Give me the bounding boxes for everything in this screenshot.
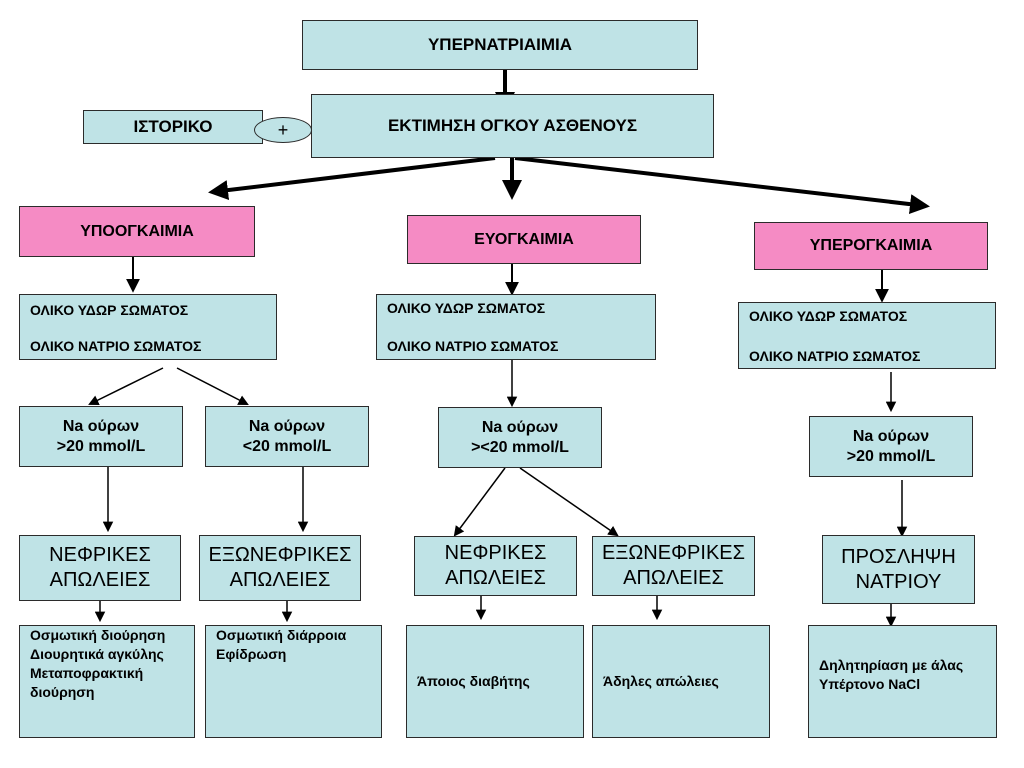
plus-circle: + <box>254 117 312 143</box>
sodium-stat: ΟΛΙΚΟ ΝΑΤΡΙΟ ΣΩΜΑΤΟΣ <box>377 333 655 359</box>
renal-losses-hypo: ΝΕΦΡΙΚΕΣ ΑΠΩΛΕΙΕΣ <box>19 535 181 601</box>
stats-box-hyper: ΟΛΙΚΟ ΥΔΩΡ ΣΩΜΑΤΟΣ ΟΛΙΚΟ ΝΑΤΡΙΟ ΣΩΜΑΤΟΣ <box>738 302 996 369</box>
sodium-intake-box: ΠΡΟΣΛΗΨΗ ΝΑΤΡΙΟΥ <box>822 535 975 604</box>
urine-value: >20 mmol/L <box>56 437 146 455</box>
sodium-stat: ΟΛΙΚΟ ΝΑΤΡΙΟ ΣΩΜΑΤΟΣ <box>739 343 995 369</box>
cause-item: Οσμωτική διάρροια <box>216 627 347 643</box>
cause-item: Διουρητικά αγκύλης <box>30 645 164 662</box>
category-hypovolemia: ΥΠΟΟΓΚΑΙΜΙΑ <box>19 206 255 257</box>
urine-value: >20 mmol/L <box>846 447 936 465</box>
urine-label: Na ούρων <box>62 417 140 435</box>
category-hypervolemia: ΥΠΕΡΟΓΚΑΙΜΙΑ <box>754 222 988 270</box>
cause-item: Δηλητηρίαση με άλας <box>819 657 964 673</box>
arrow-eu-urine-extra <box>519 467 619 537</box>
urine-na-box-hypo-low: Na ούρων <20 mmol/L <box>205 406 369 467</box>
renal-causes-hypo: Οσμωτική διούρηση Διουρητικά αγκύλης Μετ… <box>19 625 195 738</box>
category-euvolemia: ΕΥΟΓΚΑΙΜΙΑ <box>407 215 641 264</box>
extrarenal-losses-eu: ΕΞΩΝΕΦΡΙΚΕΣ ΑΠΩΛΕΙΕΣ <box>592 536 755 596</box>
water-stat-label: ΟΛΙΚΟ ΥΔΩΡ ΣΩΜΑΤΟΣ <box>30 302 189 318</box>
renal-causes-eu: Άποιος διαβήτης <box>406 625 584 738</box>
arrow-to-hyper <box>514 156 930 215</box>
sodium-stat-label: ΟΛΙΚΟ ΝΑΤΡΙΟ ΣΩΜΑΤΟΣ <box>30 338 202 354</box>
water-stat: ΟΛΙΚΟ ΥΔΩΡ ΣΩΜΑΤΟΣ <box>739 303 995 329</box>
arrow-hypo-split-left <box>88 367 164 405</box>
intake-label: ΝΑΤΡΙΟΥ <box>855 570 942 593</box>
cause-item: Μεταποφρακτική <box>30 664 144 681</box>
water-stat: ΟΛΙΚΟ ΥΔΩΡ ΣΩΜΑΤΟΣ <box>377 295 655 321</box>
loss-label: ΑΠΩΛΕΙΕΣ <box>49 569 151 591</box>
extrarenal-causes-eu: Άδηλες απώλειες <box>592 625 770 738</box>
cause-item: Άποιος διαβήτης <box>417 673 530 690</box>
sodium-stat: ΟΛΙΚΟ ΝΑΤΡΙΟ ΣΩΜΑΤΟΣ <box>20 333 276 359</box>
intake-causes-box: Δηλητηρίαση με άλας Υπέρτονο NaCl <box>808 625 997 738</box>
loss-label: ΝΕΦΡΙΚΕΣ <box>49 544 151 566</box>
water-stat: ΟΛΙΚΟ ΥΔΩΡ ΣΩΜΑΤΟΣ <box>20 297 276 323</box>
urine-label: Na ούρων <box>248 417 326 435</box>
history-label: ΙΣΤΟΡΙΚΟ <box>133 117 213 136</box>
water-stat-label: ΟΛΙΚΟ ΥΔΩΡ ΣΩΜΑΤΟΣ <box>749 308 908 324</box>
water-stat-label: ΟΛΙΚΟ ΥΔΩΡ ΣΩΜΑΤΟΣ <box>387 300 546 316</box>
urine-value: ><20 mmol/L <box>471 438 569 456</box>
extrarenal-losses-hypo: ΕΞΩΝΕΦΡΙΚΕΣ ΑΠΩΛΕΙΕΣ <box>199 535 361 601</box>
category-label: ΥΠΕΡΟΓΚΑΙΜΙΑ <box>809 237 933 254</box>
title-label: ΥΠΕΡΝΑΤΡΙΑΙΜΙΑ <box>427 35 573 54</box>
category-label: ΥΠΟΟΓΚΑΙΜΙΑ <box>80 222 194 240</box>
assessment-label: ΕΚΤΙΜΗΣΗ ΟΓΚΟΥ ΑΣΘΕΝΟΥΣ <box>387 116 638 135</box>
loss-label: ΑΠΩΛΕΙΕΣ <box>445 567 546 589</box>
arrow-hypo-split-right <box>176 367 249 405</box>
cause-item: διούρηση <box>30 683 95 700</box>
loss-label: ΕΞΩΝΕΦΡΙΚΕΣ <box>208 544 352 566</box>
urine-na-box-hypo-high: Na ούρων >20 mmol/L <box>19 406 183 467</box>
loss-label: ΝΕΦΡΙΚΕΣ <box>444 542 547 564</box>
plus-label: + <box>277 119 289 140</box>
arrow-eu-urine-renal <box>453 467 506 537</box>
title-box: ΥΠΕΡΝΑΤΡΙΑΙΜΙΑ <box>302 20 698 70</box>
sodium-stat-label: ΟΛΙΚΟ ΝΑΤΡΙΟ ΣΩΜΑΤΟΣ <box>749 348 921 364</box>
renal-losses-eu: ΝΕΦΡΙΚΕΣ ΑΠΩΛΕΙΕΣ <box>414 536 577 596</box>
cause-item: Άδηλες απώλειες <box>603 673 719 690</box>
urine-label: Na ούρων <box>852 427 930 445</box>
cause-item: Υπέρτονο NaCl <box>819 675 921 692</box>
extrarenal-causes-hypo: Οσμωτική διάρροια Εφίδρωση <box>205 625 382 738</box>
intake-label: ΠΡΟΣΛΗΨΗ <box>841 545 956 568</box>
urine-label: Na ούρων <box>481 418 559 436</box>
stats-box-eu: ΟΛΙΚΟ ΥΔΩΡ ΣΩΜΑΤΟΣ ΟΛΙΚΟ ΝΑΤΡΙΟ ΣΩΜΑΤΟΣ <box>376 294 656 360</box>
category-label: ΕΥΟΓΚΑΙΜΙΑ <box>474 230 574 248</box>
loss-label: ΑΠΩΛΕΙΕΣ <box>623 567 724 589</box>
urine-na-box-hyper: Na ούρων >20 mmol/L <box>809 416 973 477</box>
loss-label: ΕΞΩΝΕΦΡΙΚΕΣ <box>602 542 745 564</box>
sodium-stat-label: ΟΛΙΚΟ ΝΑΤΡΙΟ ΣΩΜΑΤΟΣ <box>387 338 559 354</box>
urine-na-box-eu: Na ούρων ><20 mmol/L <box>438 407 602 468</box>
assessment-box: ΕΚΤΙΜΗΣΗ ΟΓΚΟΥ ΑΣΘΕΝΟΥΣ <box>311 94 714 158</box>
cause-item: Εφίδρωση <box>216 645 287 662</box>
urine-value: <20 mmol/L <box>242 437 332 455</box>
loss-label: ΑΠΩΛΕΙΕΣ <box>229 569 331 591</box>
arrow-to-hypo <box>208 156 496 201</box>
cause-item: Οσμωτική διούρηση <box>30 627 166 643</box>
history-box: ΙΣΤΟΡΙΚΟ <box>83 110 263 144</box>
stats-box-hypo: ΟΛΙΚΟ ΥΔΩΡ ΣΩΜΑΤΟΣ ΟΛΙΚΟ ΝΑΤΡΙΟ ΣΩΜΑΤΟΣ <box>19 294 277 360</box>
